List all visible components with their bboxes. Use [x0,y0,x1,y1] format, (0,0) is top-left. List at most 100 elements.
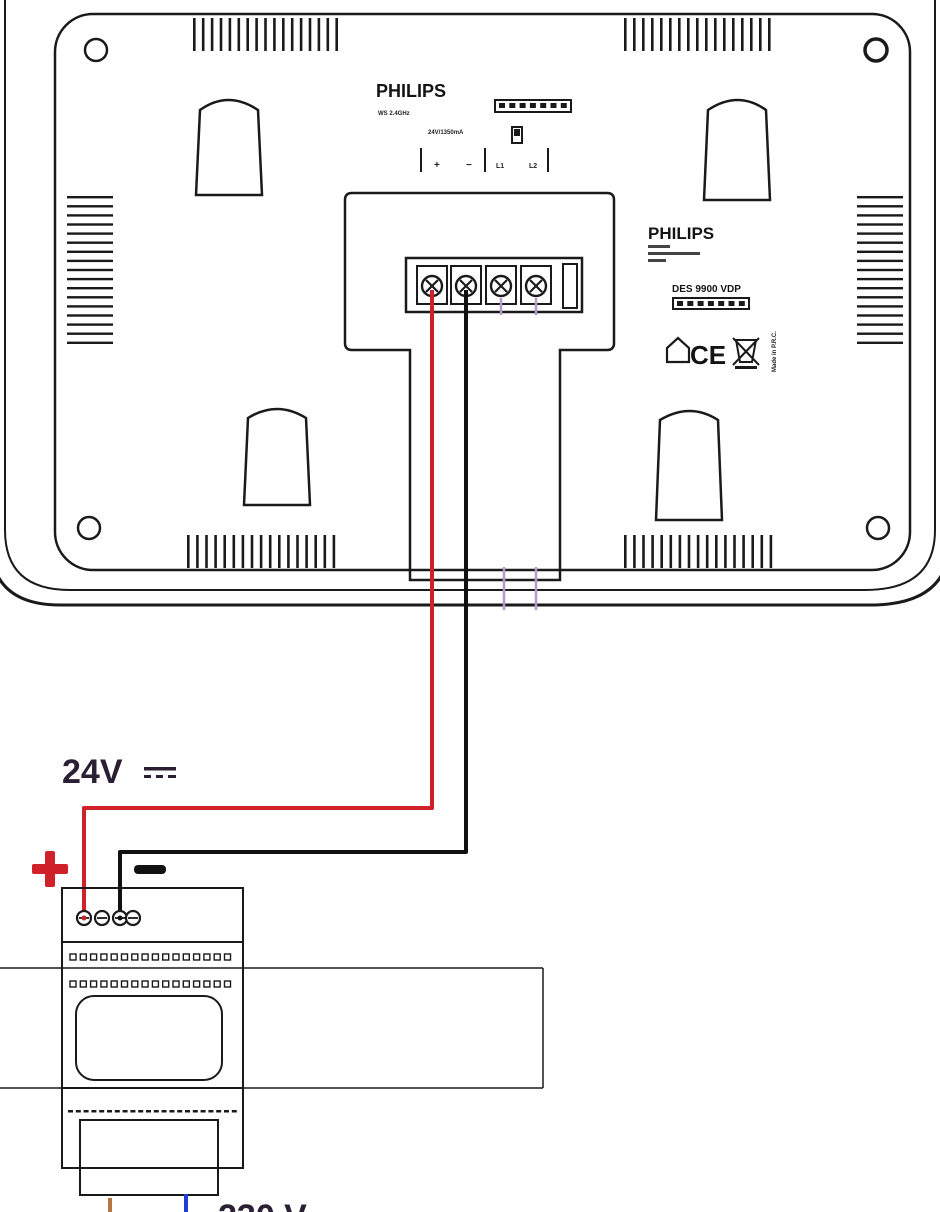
vent-slot [67,296,113,299]
vent-dash [91,1110,97,1113]
vent-dot [203,980,211,988]
vent-slot [193,18,196,51]
vent-slot [857,232,903,235]
vent-slot [67,250,113,253]
pin [519,103,526,108]
vent-dash [169,1110,175,1113]
vent-slot [857,277,903,281]
vent-slot [696,18,699,51]
pin [738,301,745,306]
vent-slot [723,18,726,51]
vent-slot [67,314,113,317]
vent-slot [857,268,903,272]
vent-slot [857,341,903,344]
vent-dot [131,980,139,988]
din-rail [0,967,544,1089]
vent-dot [203,953,211,961]
vent-slot [305,535,308,568]
mounting-slot-bottom-right [654,409,724,522]
vent-slot [67,232,113,235]
vent-slot [642,535,645,568]
vent-slot [308,18,312,51]
vent-slot [857,305,903,308]
vent-slot [278,535,281,568]
vent-slot [715,535,718,568]
vent-slot [255,18,258,51]
vent-slot [287,535,290,568]
vent-slot [67,323,113,326]
mains-voltage-label: 230 V~ [218,1198,327,1212]
vent-slot [237,18,241,51]
vent-bottom-right [624,535,773,568]
vent-slot [296,535,299,568]
vent-dot [141,953,149,961]
psu-vents-row3 [68,1110,237,1113]
vent-slot [290,18,294,51]
psu-bottom-section [79,1119,219,1196]
vent-dot [213,980,221,988]
vent-dot [182,980,191,988]
vent-slot [241,535,245,568]
monitor-top-small-label: WS 2.4GHz [378,111,410,117]
vent-dot [120,953,129,961]
vent-dot [79,980,88,988]
vent-slot [705,535,709,568]
vent-slot [642,18,645,51]
vent-dash [130,1110,136,1113]
top-connector-strip [494,99,572,113]
vent-slot [210,18,214,51]
vent-slot [335,18,338,51]
vent-slot [299,18,303,51]
vent-dot [213,953,221,961]
psu-front-window [75,995,223,1081]
indoor-use-icon [665,336,691,364]
power-supply-body [61,887,244,1169]
vent-dash [75,1110,81,1113]
vent-slot [857,223,903,226]
vent-slot [332,535,336,568]
vent-slot [857,196,903,199]
vent-top-right [624,18,771,51]
screw-hole-top-left [83,37,109,63]
vent-dot [161,953,170,961]
vent-dot [69,953,77,961]
vent-slot [678,535,682,568]
vent-dot [151,953,160,961]
vent-slot [67,205,113,208]
vent-slot [282,18,285,51]
vent-slot [857,241,903,244]
wire-bus-l1 [499,298,506,610]
pin [529,103,536,108]
vent-dash [138,1110,144,1113]
vent-slot [714,18,717,51]
vent-dot [110,953,118,961]
vent-dot [79,953,88,961]
vent-slot [187,535,190,568]
vent-slot [196,535,199,568]
vent-dot [141,980,149,988]
vent-slot [857,205,903,208]
vent-slot [214,535,217,568]
vent-dash [200,1110,206,1113]
screw-hole-bottom-left [76,515,102,541]
vent-slot [624,18,627,51]
vent-slot [724,535,727,568]
monitor-panel [53,12,912,572]
vent-dot [131,953,139,961]
bus-l1-label: L1 [496,163,504,170]
wire-negative [118,290,468,918]
vent-right [857,196,903,344]
vent-dot [172,980,180,988]
vent-slot [228,18,232,51]
vent-dot [223,980,232,988]
top-connector-pins [499,103,567,108]
vent-slot [67,268,113,272]
screw-slot [529,279,543,293]
vent-slot [633,18,636,51]
wire-positive [82,290,434,918]
polarity-plus-label: + [434,160,440,171]
vent-slot [264,18,267,51]
vent-dash [99,1110,105,1113]
vent-slot [669,18,672,51]
vent-slot [651,18,654,51]
